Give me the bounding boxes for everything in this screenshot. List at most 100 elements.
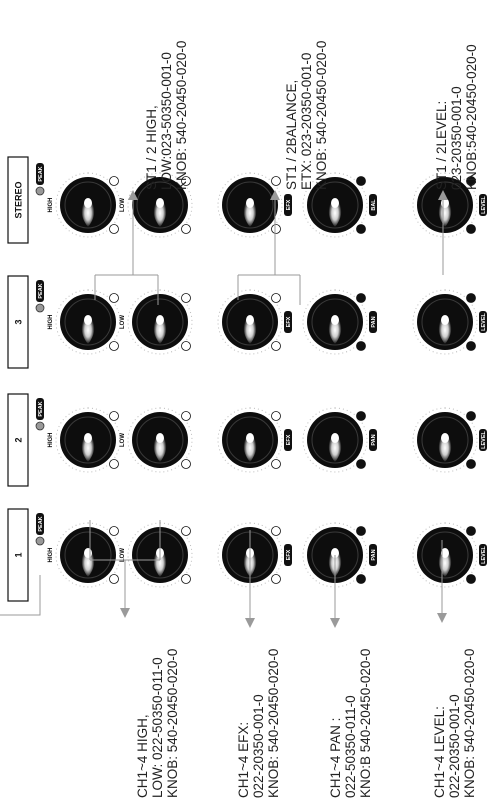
knob-badge bbox=[369, 429, 377, 451]
range-marker bbox=[109, 459, 119, 469]
peak-indicator: PEAK bbox=[35, 513, 45, 546]
channel-tab: STEREO bbox=[7, 156, 29, 244]
knob-pan[interactable]: PAN bbox=[302, 522, 377, 588]
leader-arrows bbox=[120, 190, 448, 628]
knob-label: HIGH bbox=[48, 198, 54, 213]
callout-st-level: ST1 / 2LEVEL: 023-20350-001-0 KNOB:540-2… bbox=[434, 44, 479, 190]
range-marker bbox=[181, 341, 191, 351]
channel-tab-row: 1 2 3 STEREO bbox=[7, 156, 29, 602]
knob-label: HIGH bbox=[48, 315, 54, 330]
peak-label: PEAK bbox=[38, 516, 44, 531]
callout-line: LOW:023-50350-001-0 bbox=[159, 52, 174, 190]
knob-badge bbox=[284, 429, 292, 451]
peak-badge bbox=[36, 280, 44, 302]
knob-badge-label: EFX bbox=[286, 199, 292, 210]
knob-badge bbox=[369, 194, 377, 216]
range-marker bbox=[356, 341, 366, 351]
knob-level[interactable]: LEVEL bbox=[412, 172, 487, 238]
callout-st-high-low: ST1 / 2 HIGH, LOW:023-50350-001-0 KNOB: … bbox=[144, 41, 189, 190]
knob-badge-label: LEVEL bbox=[481, 313, 487, 331]
range-marker bbox=[109, 411, 119, 421]
callout-line: ETX: 023-20350-001-0 bbox=[299, 53, 314, 190]
knob-badge-label: BAL bbox=[371, 199, 377, 211]
range-marker bbox=[356, 293, 366, 303]
peak-label: PEAK bbox=[38, 283, 44, 298]
knob-efx[interactable]: EFX bbox=[217, 522, 292, 588]
peak-indicator: PEAK bbox=[35, 280, 45, 313]
range-marker bbox=[271, 526, 281, 536]
range-marker bbox=[109, 341, 119, 351]
knob-pan[interactable]: BAL bbox=[302, 172, 377, 238]
callout-line: CH1~4 LEVEL: bbox=[432, 706, 447, 798]
callout-ch-pan: CH1~4 PAN : 022-50350-011-0 KNO:B 540-20… bbox=[328, 649, 373, 798]
knob-label: LOW bbox=[120, 198, 126, 212]
knob-low[interactable]: LOW bbox=[120, 407, 193, 473]
knob-pan[interactable]: PAN bbox=[302, 289, 377, 355]
knob-level[interactable]: LEVEL bbox=[412, 522, 487, 588]
knob-efx[interactable]: EFX bbox=[217, 289, 292, 355]
channel-tab: 2 bbox=[7, 393, 29, 487]
range-marker bbox=[181, 224, 191, 234]
knob-low[interactable]: LOW bbox=[120, 522, 193, 588]
range-marker bbox=[109, 293, 119, 303]
channel-tab-label: STEREO bbox=[14, 181, 24, 218]
channel-tab-label: 3 bbox=[14, 319, 24, 324]
peak-led bbox=[35, 303, 45, 313]
knob-badge-label: LEVEL bbox=[481, 546, 487, 564]
range-marker bbox=[466, 176, 476, 186]
peak-badge bbox=[36, 163, 44, 185]
range-marker bbox=[271, 411, 281, 421]
range-marker bbox=[181, 293, 191, 303]
knob-low[interactable]: LOW bbox=[120, 289, 193, 355]
knob-label: LOW bbox=[120, 548, 126, 562]
range-marker bbox=[271, 459, 281, 469]
range-marker bbox=[466, 459, 476, 469]
callout-line: ST1 / 2BALANCE, bbox=[284, 80, 299, 190]
channel-tab-label: 1 bbox=[14, 552, 24, 557]
knob-efx[interactable]: EFX bbox=[217, 172, 292, 238]
channel-tab-label: 2 bbox=[14, 437, 24, 442]
range-marker bbox=[271, 341, 281, 351]
knob-pan[interactable]: PAN bbox=[302, 407, 377, 473]
knob-high[interactable]: HIGH bbox=[48, 407, 121, 473]
channel-tab-frame bbox=[7, 508, 29, 602]
knob-level[interactable]: LEVEL bbox=[412, 407, 487, 473]
peak-label: PEAK bbox=[38, 166, 44, 181]
knob-badge bbox=[369, 544, 377, 566]
range-marker bbox=[181, 411, 191, 421]
peak-led bbox=[35, 186, 45, 196]
range-marker bbox=[356, 574, 366, 584]
callout-line: KNOB: 540-20450-020-0 bbox=[174, 41, 189, 190]
knob-high[interactable]: HIGH bbox=[48, 172, 121, 238]
knob-high[interactable]: HIGH bbox=[48, 522, 121, 588]
channel-tab-frame bbox=[7, 275, 29, 369]
channel-tab-frame bbox=[7, 393, 29, 487]
knob-badge bbox=[369, 311, 377, 333]
callout-line: KNO:B 540-20450-020-0 bbox=[358, 649, 373, 798]
knob-badge-label: EFX bbox=[286, 434, 292, 445]
range-marker bbox=[356, 224, 366, 234]
knob-badge bbox=[479, 194, 487, 216]
knob-badge bbox=[284, 544, 292, 566]
range-marker bbox=[466, 224, 476, 234]
range-marker bbox=[181, 574, 191, 584]
callout-line: 023-20350-001-0 bbox=[449, 86, 464, 190]
knob-badge-label: PAN bbox=[371, 434, 377, 445]
range-marker bbox=[356, 176, 366, 186]
knob-efx[interactable]: EFX bbox=[217, 407, 292, 473]
range-marker bbox=[271, 224, 281, 234]
knob-badge-label: EFX bbox=[286, 316, 292, 327]
callout-line: KNOB: 540-20450-020-0 bbox=[314, 41, 329, 190]
knob-low[interactable]: LOW bbox=[120, 172, 193, 238]
knob-level[interactable]: LEVEL bbox=[412, 289, 487, 355]
callout-line: CH1~4 HIGH, bbox=[135, 714, 150, 798]
range-marker bbox=[466, 574, 476, 584]
knob-badge-label: PAN bbox=[371, 549, 377, 560]
channel-tab: 1 bbox=[7, 508, 29, 602]
callout-line: KNOB: 540-20450-020-0 bbox=[462, 649, 477, 798]
callout-line: KNOB: 540-20450-020-0 bbox=[165, 649, 180, 798]
knob-badge bbox=[479, 429, 487, 451]
knob-high[interactable]: HIGH bbox=[48, 289, 121, 355]
